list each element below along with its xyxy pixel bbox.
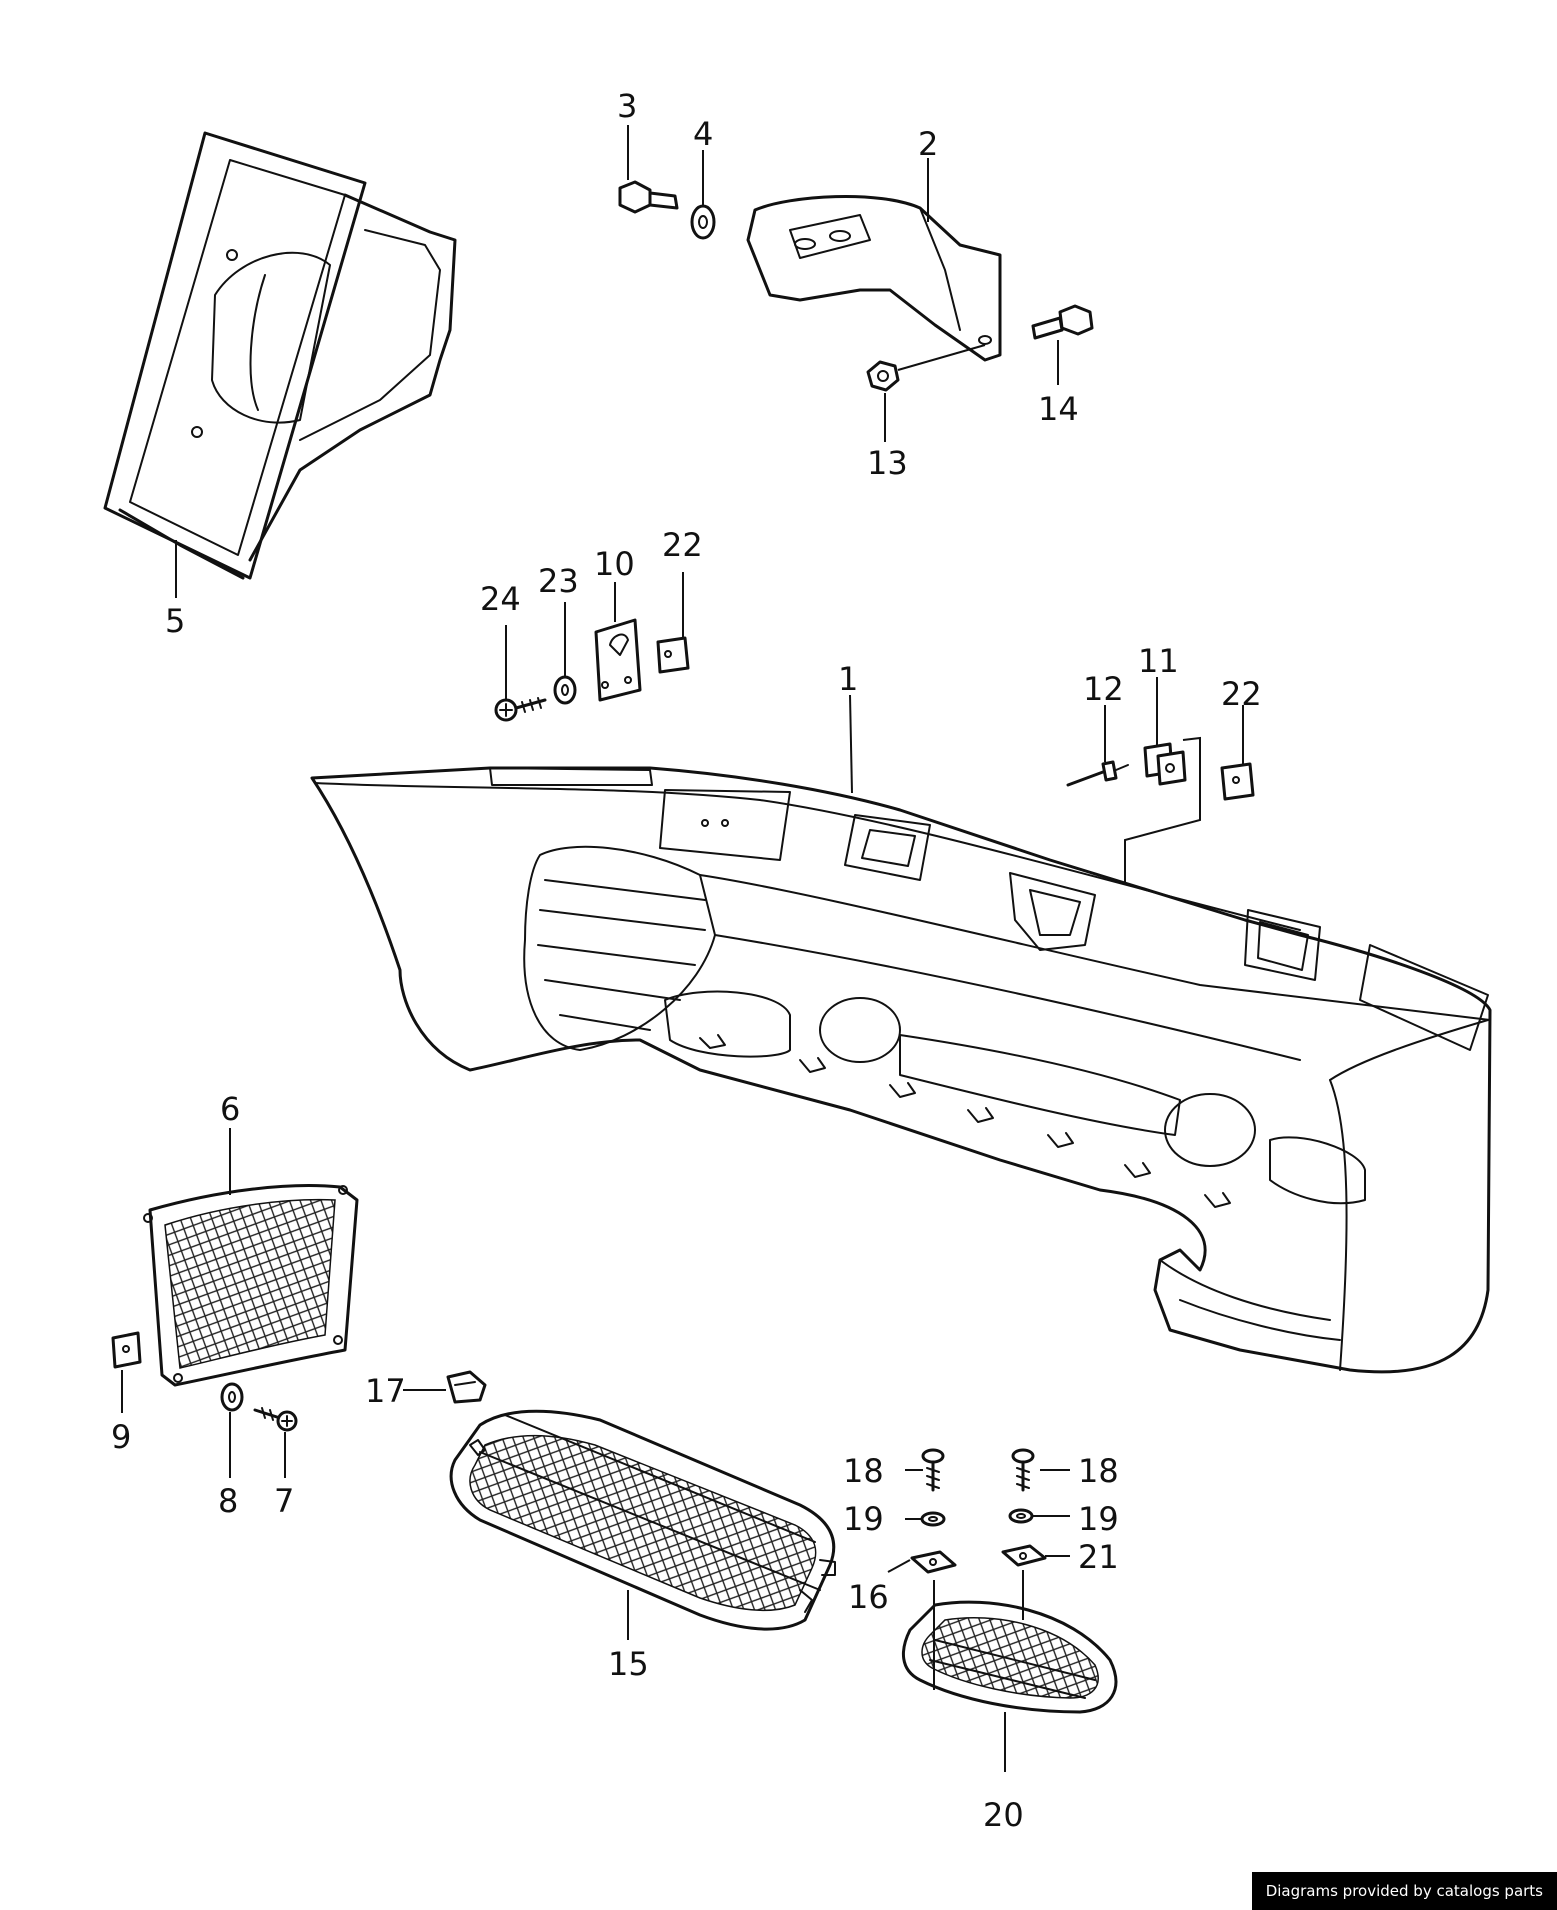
callout-18-left: 18 [843, 1452, 884, 1490]
callout-10: 10 [594, 545, 635, 583]
callout-17: 17 [365, 1372, 406, 1410]
part-12-screw [1066, 760, 1129, 787]
part-22-clip-right [1220, 762, 1255, 801]
part-1-bumper-cover [310, 766, 1492, 1374]
part-18-screw-right [1011, 1448, 1035, 1492]
part-16-clip [910, 1550, 957, 1574]
part-6-screen [143, 1184, 359, 1387]
callout-6: 6 [220, 1090, 240, 1128]
callout-12: 12 [1083, 670, 1124, 708]
callout-24: 24 [480, 580, 521, 618]
callout-11: 11 [1138, 642, 1179, 680]
part-8-washer [220, 1382, 244, 1412]
callout-22-right: 22 [1221, 675, 1262, 713]
part-2-bracket [746, 195, 1002, 362]
part-21-clip [1001, 1544, 1047, 1567]
callout-7: 7 [274, 1482, 294, 1520]
part-19-washer-right [1008, 1508, 1034, 1524]
part-9-clip [111, 1331, 142, 1369]
part-10-plate [594, 618, 642, 702]
callout-19-right: 19 [1078, 1500, 1119, 1538]
part-13-nut [866, 344, 986, 392]
callout-16: 16 [848, 1578, 889, 1616]
callout-14: 14 [1038, 390, 1079, 428]
part-19-washer-left [920, 1511, 946, 1527]
callout-23: 23 [538, 562, 579, 600]
part-22-clip-left [656, 636, 690, 674]
callout-18-right: 18 [1078, 1452, 1119, 1490]
part-5-duct-frame [103, 131, 457, 580]
part-4-washer [690, 204, 716, 240]
callout-numbers: 1 2 3 4 5 6 7 8 9 10 11 12 13 14 15 16 1… [111, 87, 1262, 1834]
callout-5: 5 [165, 602, 185, 640]
part-18-screw-left [921, 1448, 945, 1492]
callout-13: 13 [867, 444, 908, 482]
part-7-screw [253, 1407, 298, 1432]
part-3-bolt [618, 180, 679, 214]
callout-21: 21 [1078, 1538, 1119, 1576]
callout-1: 1 [838, 660, 858, 698]
callout-9: 9 [111, 1418, 131, 1456]
callout-3: 3 [617, 87, 637, 125]
part-24-screw [494, 697, 547, 722]
part-15-lower-grille [449, 1409, 836, 1631]
leader-lines [121, 125, 1244, 1772]
part-23-washer [553, 675, 577, 705]
callout-20: 20 [983, 1796, 1024, 1834]
part-14-bolt [1031, 304, 1094, 340]
callout-19-left: 19 [843, 1500, 884, 1538]
callout-2: 2 [918, 125, 938, 163]
callout-8: 8 [218, 1482, 238, 1520]
credit-badge: Diagrams provided by catalogs parts [1251, 1872, 1557, 1910]
part-17-clip [446, 1370, 487, 1404]
part-20-side-grille [901, 1600, 1118, 1714]
callout-4: 4 [693, 115, 713, 153]
callout-22-left: 22 [662, 526, 703, 564]
callout-15: 15 [608, 1645, 649, 1683]
